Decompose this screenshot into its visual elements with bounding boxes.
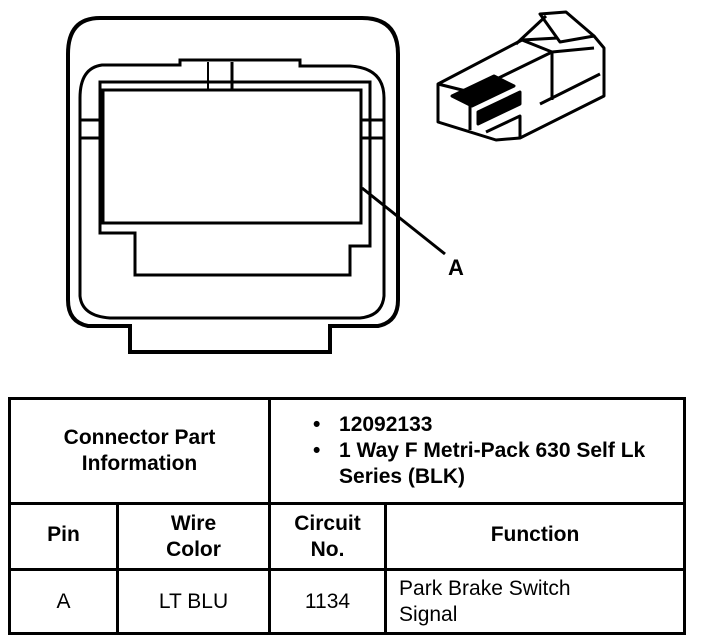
connector-info-table: Connector Part Information 12092133 1 Wa… — [7, 397, 687, 635]
cell-wire-color: LT BLU — [115, 568, 272, 635]
table-row: A LT BLU 1134 Park Brake Switch Signal — [8, 568, 687, 635]
connector-face — [66, 16, 400, 354]
connector-3d-illustration — [436, 10, 606, 142]
part-number: 12092133 — [313, 412, 673, 438]
connector-diagram: A — [66, 10, 606, 354]
part-info-row: Connector Part Information 12092133 1 Wa… — [7, 397, 687, 505]
column-header-wire-color: Wire Color — [115, 502, 272, 571]
column-header-circuit-no: Circuit No. — [268, 502, 388, 571]
cell-pin: A — [8, 568, 119, 635]
column-header-function: Function — [384, 502, 687, 571]
part-description: 1 Way F Metri-Pack 630 Self Lk Series (B… — [313, 438, 673, 490]
cell-function: Park Brake Switch Signal — [384, 568, 687, 635]
cell-circuit-no: 1134 — [268, 568, 388, 635]
part-info-label: Connector Part Information — [7, 397, 272, 505]
part-info-list: 12092133 1 Way F Metri-Pack 630 Self Lk … — [268, 397, 687, 505]
column-header-row: Pin Wire Color Circuit No. Function — [8, 502, 687, 571]
column-header-pin: Pin — [8, 502, 119, 571]
callout-leader — [361, 186, 446, 256]
callout-label-a: A — [448, 255, 464, 280]
